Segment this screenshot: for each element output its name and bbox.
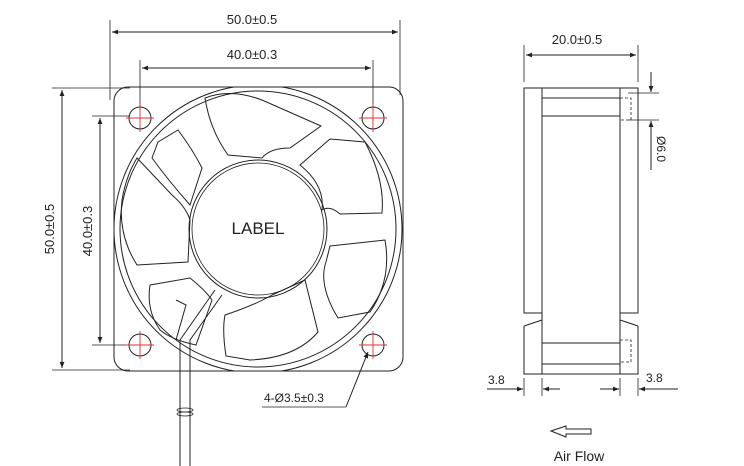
dim-thickness-label: 20.0±0.5 bbox=[552, 32, 603, 47]
fan-hub bbox=[188, 159, 328, 299]
hub-label: LABEL bbox=[232, 219, 285, 238]
side-housing bbox=[523, 87, 639, 375]
dim-hole-depth-label: Ø6.0 bbox=[654, 136, 668, 162]
fan-blades bbox=[120, 93, 388, 361]
dim-right-flange-label: 3.8 bbox=[646, 371, 663, 385]
mounting-hole-top-left bbox=[126, 104, 154, 132]
dim-overall-height-label: 50.0±0.5 bbox=[42, 204, 57, 255]
hole-callout-label: 4-Ø3.5±0.3 bbox=[264, 391, 324, 405]
dim-left-flange-label: 3.8 bbox=[488, 373, 505, 387]
mounting-hole-bottom-right bbox=[359, 331, 387, 359]
mounting-hole-bottom-left bbox=[126, 331, 154, 359]
dim-hole-spacing-width-label: 40.0±0.3 bbox=[227, 47, 278, 62]
fan-wires bbox=[175, 289, 223, 466]
airflow-arrow-icon bbox=[549, 425, 592, 438]
dim-hole-spacing-height-label: 40.0±0.3 bbox=[80, 206, 95, 257]
side-view: 20.0±0.5 Ø6.0 3.8 3.8 Air Flow bbox=[487, 32, 678, 464]
airflow-label: Air Flow bbox=[554, 448, 605, 464]
front-view: 50.0±0.5 40.0±0.3 50.0±0.5 40.0±0.3 LABE… bbox=[42, 12, 404, 466]
dim-overall-width-label: 50.0±0.5 bbox=[227, 12, 278, 27]
mounting-hole-top-right bbox=[359, 104, 387, 132]
